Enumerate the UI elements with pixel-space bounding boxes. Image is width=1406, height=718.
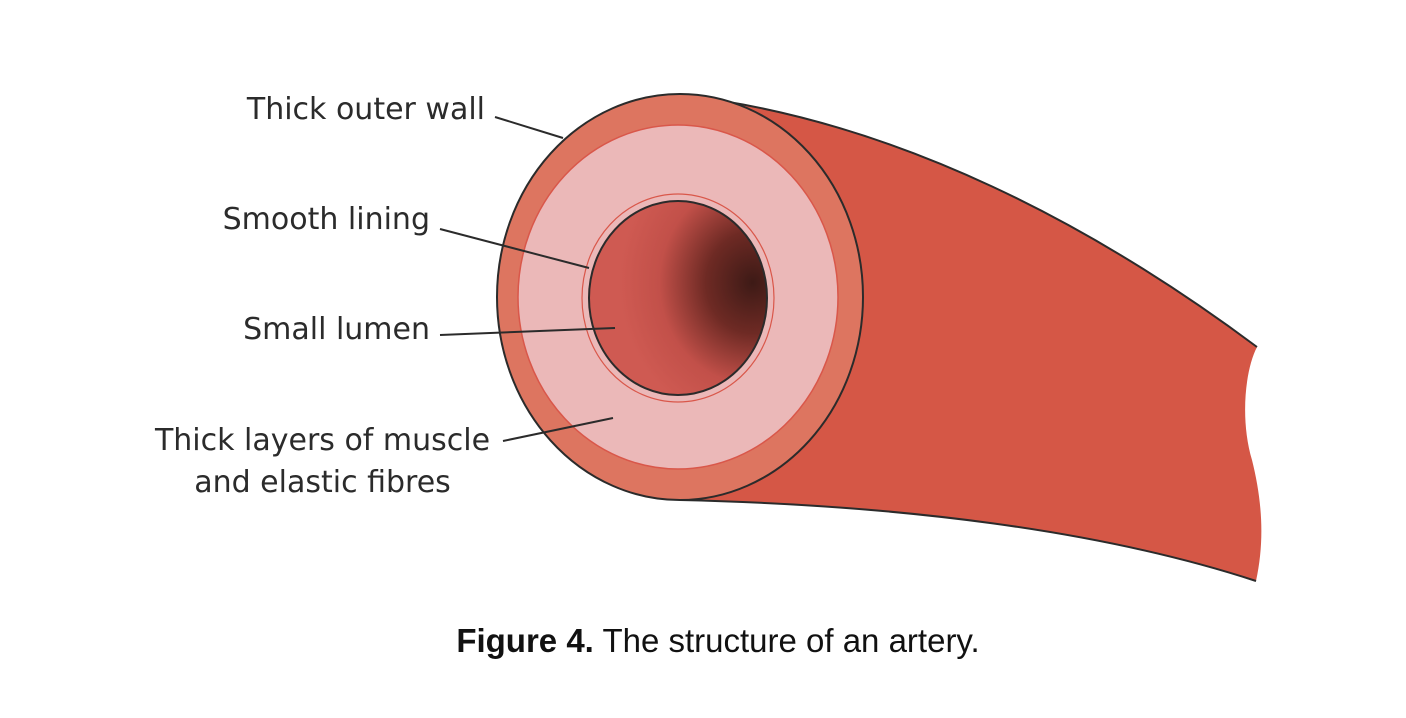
figure-caption-text: The structure of an artery. (602, 622, 980, 659)
label-muscle-line-1: Thick layers of muscle (154, 423, 491, 458)
leader-small-lumen (439, 327, 616, 336)
leader-muscle-layer (502, 417, 614, 442)
label-muscle-and-elastic-fibres: Thick layers of muscle and elastic fibre… (150, 420, 495, 504)
label-thick-outer-wall: Thick outer wall (246, 92, 485, 127)
smooth-lining-ring (581, 193, 775, 403)
artery-body-bottom-edge (679, 499, 1257, 582)
label-smooth-lining: Smooth lining (222, 202, 430, 237)
label-muscle-line-2: and elastic fibres (194, 465, 451, 500)
leader-outer-wall (494, 116, 564, 139)
leader-smooth-lining (439, 228, 590, 269)
figure-number: Figure 4. (456, 622, 594, 659)
lumen (588, 200, 768, 396)
label-small-lumen: Small lumen (243, 312, 430, 347)
artery-body-top-edge (679, 94, 1258, 348)
figure-caption: Figure 4. The structure of an artery. (0, 616, 1406, 666)
